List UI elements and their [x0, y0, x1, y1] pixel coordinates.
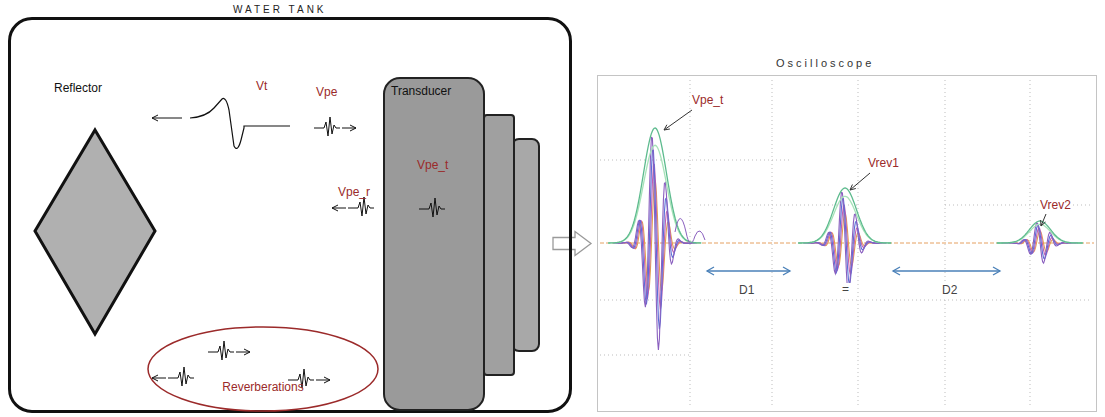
- envelope-curve: [997, 224, 1083, 243]
- envelope-curve: [608, 145, 701, 243]
- leader-line: [1041, 214, 1046, 226]
- direction-arrow: [152, 378, 166, 379]
- signal-name: Vpe_t: [690, 94, 725, 108]
- arrow-head: [783, 267, 790, 275]
- oscilloscope-screen: Oscilloscope: [597, 75, 1097, 412]
- reverberation-region: Reverberations: [145, 325, 381, 413]
- arrow-head: [1041, 220, 1046, 226]
- direction-arrow: [152, 118, 182, 119]
- signal-name: Vrev2: [1038, 199, 1073, 213]
- envelope-curve: [798, 196, 891, 243]
- oscilloscope-title: Oscilloscope: [776, 57, 874, 70]
- ellipse-outline: [145, 325, 381, 413]
- arrow-head: [707, 267, 714, 275]
- direction-arrow: [236, 352, 250, 353]
- transducer-plate: [484, 115, 514, 375]
- leader-line: [850, 173, 870, 190]
- reverberation-label: Reverberations: [145, 381, 381, 395]
- signal-name: Vrev1: [866, 157, 901, 171]
- direction-arrow: [332, 208, 346, 209]
- arrow-head: [350, 125, 356, 131]
- pulse-symbol: [208, 341, 234, 360]
- signal-name: Vpe_r: [338, 186, 370, 200]
- direction-arrow: [342, 128, 356, 129]
- reflector-diamond: Reflector: [34, 78, 156, 336]
- transducer-label: Transducer: [391, 85, 451, 99]
- reflector-shape: [35, 130, 155, 334]
- reflector-label: Reflector: [54, 82, 102, 96]
- envelope-curve: [608, 128, 701, 243]
- grid-line: [600, 300, 1092, 301]
- pulse-symbol: [348, 197, 374, 216]
- pulse-symbol: [168, 367, 194, 386]
- arrow-head: [664, 125, 670, 130]
- pulse-symbol: [314, 117, 340, 136]
- transducer-outline: [383, 77, 541, 411]
- reverberation-ellipse: [148, 327, 378, 411]
- signal-name: Vpe_t: [417, 159, 448, 173]
- envelope-curve: [798, 188, 891, 243]
- echo-waveform: [675, 219, 705, 244]
- grid-line: [600, 160, 790, 161]
- leader-line: [664, 110, 692, 130]
- grid-line: [700, 205, 860, 206]
- transmit-pulse: [190, 98, 290, 148]
- diamond-outline: [34, 78, 156, 336]
- signal-arrow: [553, 232, 591, 256]
- equal-sign: =: [840, 283, 851, 297]
- dimension-line: [893, 270, 1000, 271]
- transducer-plate: [512, 139, 539, 351]
- grid-line: [600, 355, 690, 356]
- direction-arrow: [316, 380, 330, 381]
- arrow-head: [993, 267, 1000, 275]
- distance-label: D1: [737, 284, 756, 298]
- distance-label: D2: [940, 284, 959, 298]
- arrow-head: [244, 349, 250, 355]
- signal-name: Vt: [256, 80, 267, 94]
- echo-waveform: [803, 193, 886, 295]
- transducer-body: TransducerVpe_t: [383, 77, 541, 411]
- arrow-head: [332, 205, 338, 211]
- envelope-curve: [997, 221, 1083, 243]
- pulse-symbol: [419, 198, 445, 217]
- arrow-head: [152, 115, 158, 121]
- arrow-head: [324, 377, 330, 383]
- echo-waveform: [613, 138, 696, 350]
- dimension-line: [707, 270, 790, 271]
- arrow-head: [850, 185, 856, 190]
- water-tank: WATER TANKReflectorReverberationsTransdu…: [8, 17, 572, 413]
- transducer-housing: [384, 78, 484, 410]
- signal-name: Vpe: [316, 86, 337, 100]
- tank-title: WATER TANK: [233, 4, 327, 16]
- arrow-head: [893, 267, 900, 275]
